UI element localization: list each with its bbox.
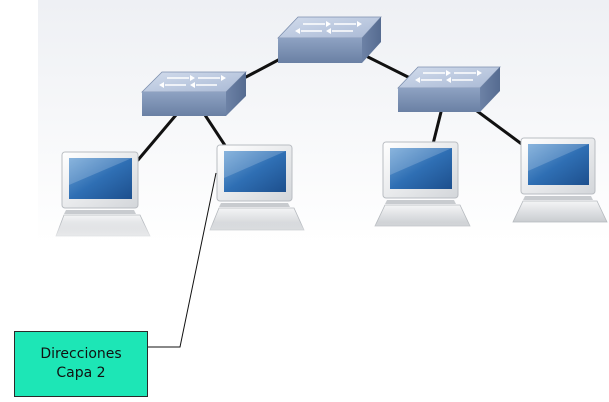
computer-3-icon [375, 142, 470, 226]
callout-label-box: Direcciones Capa 2 [14, 331, 148, 397]
floor-fade [38, 222, 609, 246]
switch-core-icon [278, 17, 381, 63]
switch-right-icon [398, 67, 500, 112]
switch-left-icon [142, 72, 246, 116]
callout-label-line2: Capa 2 [56, 364, 105, 383]
callout-label-line1: Direcciones [40, 345, 121, 364]
computer-2-icon [210, 145, 304, 230]
computer-4-icon [513, 138, 607, 222]
